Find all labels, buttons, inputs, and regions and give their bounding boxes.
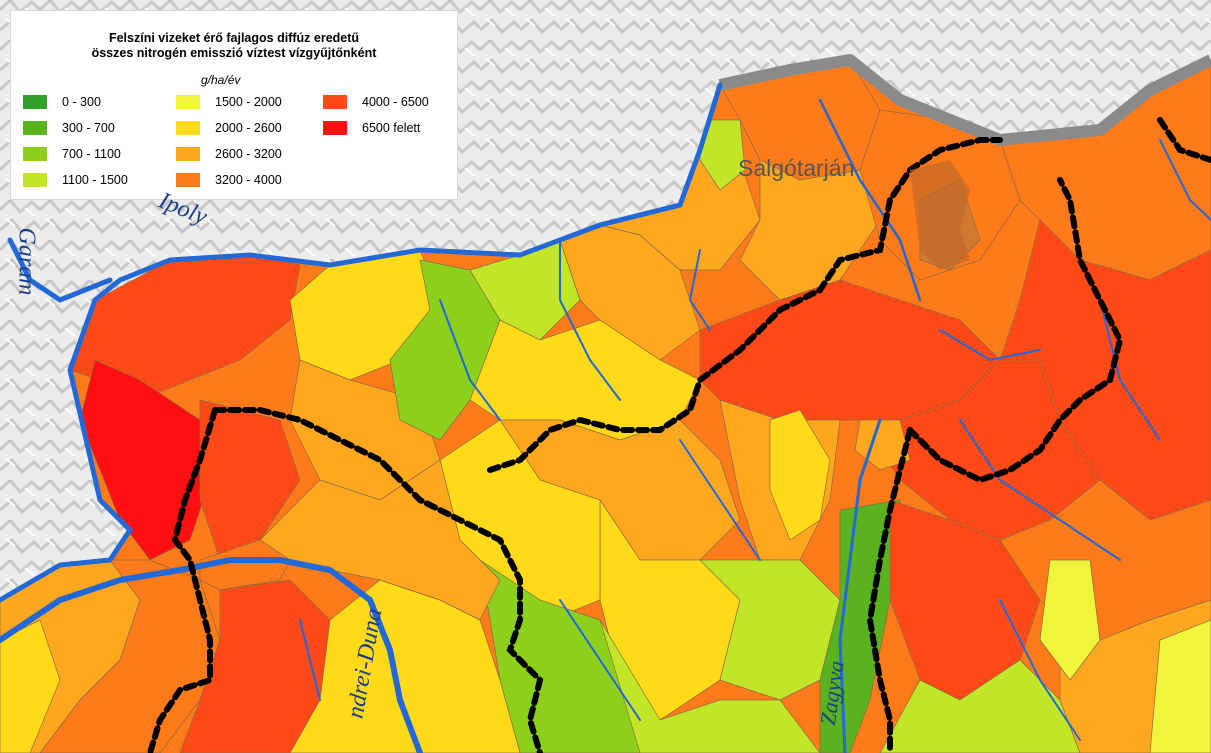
legend-item: 700 - 1100 (23, 147, 121, 161)
subregion-boundaries (147, 117, 1211, 753)
legend-label: 3200 - 4000 (215, 173, 282, 187)
legend-label: 1100 - 1500 (62, 173, 128, 187)
country-border (718, 54, 1211, 146)
legend-item: 6500 felett (323, 121, 420, 135)
legend-swatch (323, 95, 347, 109)
legend-swatch (23, 95, 47, 109)
legend-item: 0 - 300 (23, 95, 101, 109)
legend: Felszíni vizeket érő fajlagos diffúz ere… (10, 10, 458, 200)
legend-item: 2000 - 2600 (176, 121, 282, 135)
legend-label: 1500 - 2000 (215, 95, 282, 109)
legend-swatch (176, 147, 200, 161)
river-duna (0, 557, 423, 753)
legend-item: 3200 - 4000 (176, 173, 282, 187)
legend-swatch (23, 173, 47, 187)
town-salgotarjan-area (910, 160, 970, 270)
legend-label: 700 - 1100 (62, 147, 121, 161)
legend-item: 1100 - 1500 (23, 173, 128, 187)
legend-swatch (176, 173, 200, 187)
river-garam (7, 237, 113, 303)
river-label-garam: Garam (13, 227, 40, 296)
legend-title-line1: Felszíni vizeket érő fajlagos diffúz ere… (108, 31, 360, 45)
rivers (0, 82, 1211, 753)
catchments (0, 59, 1211, 753)
legend-label: 2600 - 3200 (215, 147, 282, 161)
legend-item: 4000 - 6500 (323, 95, 429, 109)
town-label-salgotarjan: Salgótarján (738, 155, 855, 181)
legend-swatch (23, 121, 47, 135)
river-zagyva (838, 418, 882, 753)
legend-label: 300 - 700 (62, 121, 115, 135)
legend-title: Felszíni vizeket érő fajlagos diffúz ere… (11, 31, 457, 61)
legend-title-line2: összes nitrogén emisszió víztest vízgyűj… (91, 46, 377, 60)
river-ipoly (0, 82, 723, 603)
legend-swatch (176, 121, 200, 135)
legend-swatch (176, 95, 200, 109)
legend-item: 1500 - 2000 (176, 95, 282, 109)
legend-unit: g/ha/év (201, 73, 241, 87)
legend-label: 4000 - 6500 (362, 95, 429, 109)
legend-label: 0 - 300 (62, 95, 101, 109)
legend-label: 2000 - 2600 (215, 121, 282, 135)
legend-swatch (23, 147, 47, 161)
legend-swatch (323, 121, 347, 135)
legend-item: 300 - 700 (23, 121, 115, 135)
legend-item: 2600 - 3200 (176, 147, 282, 161)
legend-label: 6500 felett (362, 121, 421, 135)
